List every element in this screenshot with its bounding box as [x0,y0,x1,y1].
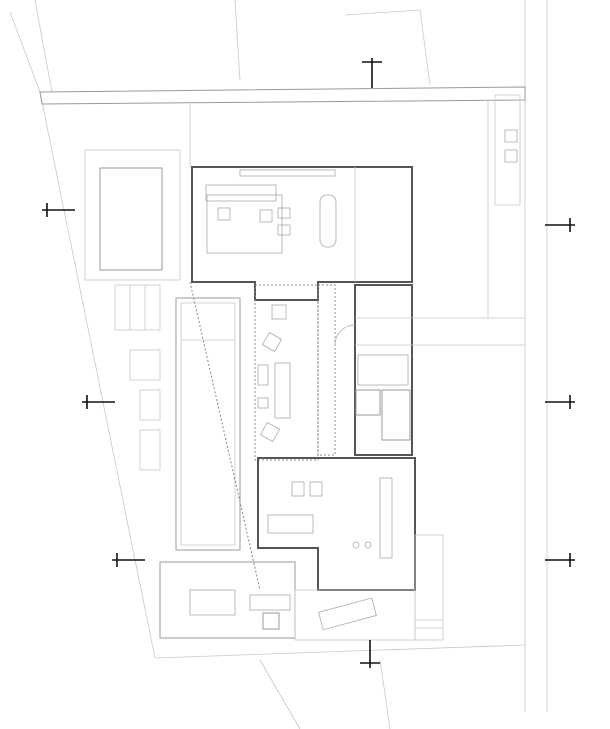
service-core [334,284,525,456]
living-room [191,166,413,301]
lap-pool [175,297,241,551]
section-mark-bottom [360,640,380,668]
kitchen-dining [257,457,416,591]
section-mark-left-2 [82,395,115,409]
section-mark-left-3 [112,553,145,567]
section-markers [42,58,575,668]
bottom-terrace [159,534,444,641]
section-mark-right-2 [545,395,575,409]
section-mark-right-3 [545,553,575,567]
section-mark-right-1 [545,218,575,232]
section-mark-top [362,58,382,88]
central-gallery [189,281,336,591]
section-mark-left-1 [42,203,75,217]
boundary-wall [39,86,526,318]
upper-pool [84,149,181,281]
garden-steps [114,284,161,471]
